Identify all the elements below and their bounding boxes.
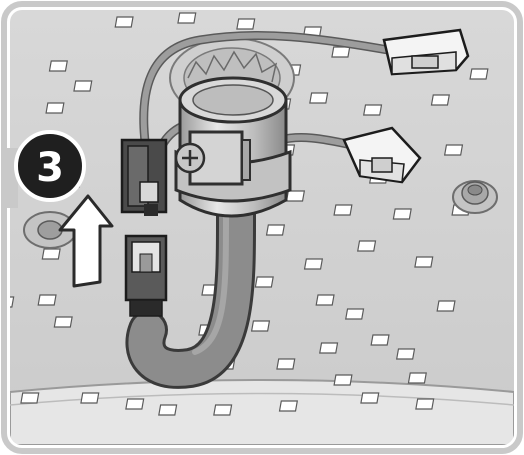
led-chip (357, 240, 377, 252)
led-chip (430, 94, 450, 106)
led-chip (45, 102, 65, 114)
led-chip (10, 296, 15, 308)
led-chip (436, 300, 456, 312)
led-chip (158, 404, 178, 416)
fixture-rim (10, 379, 514, 445)
led-chip (345, 308, 365, 320)
terminal-block-middle (342, 126, 422, 184)
terminal-block-top (382, 28, 470, 76)
up-arrow-icon (58, 194, 114, 288)
led-chip (415, 398, 435, 410)
led-chip (333, 374, 353, 386)
led-chip (236, 18, 256, 30)
led-chip (125, 398, 145, 410)
led-chip (331, 46, 351, 58)
led-chip (80, 392, 100, 404)
led-chip (73, 80, 93, 92)
led-chip (254, 276, 274, 288)
led-chip (37, 294, 57, 306)
step-number-badge: 3 (2, 130, 86, 208)
led-chip (278, 400, 298, 412)
led-chip (395, 348, 416, 360)
led-chip (41, 248, 61, 260)
left-mount-screw (23, 211, 77, 249)
led-chip (315, 294, 335, 306)
led-chip (392, 208, 412, 220)
led-chip (276, 358, 296, 370)
led-chip (265, 224, 286, 236)
led-chip (285, 190, 306, 202)
power-cable (125, 190, 257, 389)
led-chip (443, 144, 464, 156)
upper-connector (120, 138, 168, 216)
led-chip (414, 256, 434, 268)
led-chip (213, 404, 233, 416)
led-chip (177, 12, 197, 24)
cable-clamp-sleeve (174, 76, 292, 218)
led-chip (114, 16, 134, 28)
led-chip (469, 68, 489, 80)
step-number: 3 (36, 145, 64, 191)
led-chip (360, 392, 380, 404)
lower-connector (124, 234, 168, 317)
led-chip (250, 320, 271, 332)
led-chip (20, 392, 40, 404)
right-mount-screw (452, 180, 498, 214)
led-chip (303, 258, 324, 270)
led-chip (363, 104, 383, 116)
led-chip (309, 92, 329, 104)
led-chip (370, 334, 390, 346)
led-chip (407, 372, 427, 384)
led-chip (53, 316, 73, 328)
led-chip (333, 204, 353, 216)
led-chip (48, 60, 68, 72)
led-chip (319, 342, 339, 354)
